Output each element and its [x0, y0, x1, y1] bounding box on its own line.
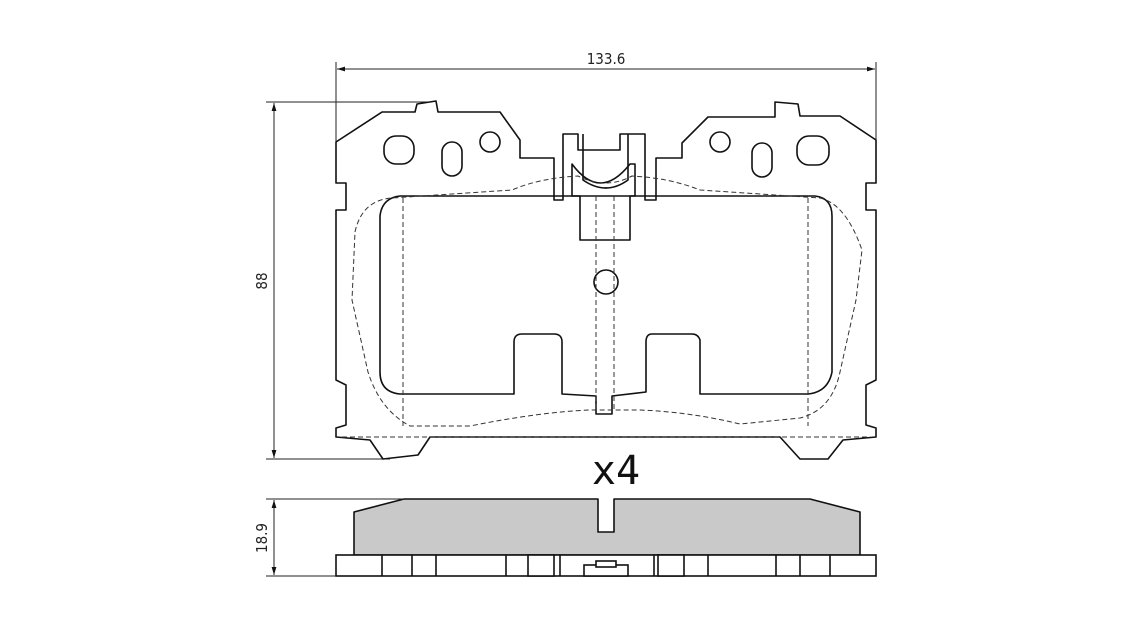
quantity-label: x4 — [592, 448, 640, 494]
right-slot-hole — [796, 135, 830, 166]
friction-material-side — [353, 498, 861, 556]
friction-material-outline — [379, 195, 833, 415]
right-oval-hole — [751, 142, 773, 178]
backing-plate-outline — [335, 100, 877, 460]
center-clip — [571, 163, 636, 241]
left-slot-hole — [383, 135, 415, 165]
backing-plate-segments — [381, 554, 831, 577]
hidden-pad-edge — [351, 175, 863, 427]
center-sensor-hole — [593, 269, 619, 295]
thickness-dimension: 18.9 — [253, 498, 404, 577]
pad-side-view — [335, 498, 877, 577]
pad-top-view — [335, 100, 877, 460]
left-round-hole — [479, 131, 501, 153]
right-round-hole — [709, 131, 731, 153]
width-dimension: 133.6 — [335, 50, 877, 155]
center-clip-slot — [582, 134, 629, 189]
left-oval-hole — [441, 141, 463, 177]
width-dimension-label: 133.6 — [587, 50, 626, 68]
height-dimension-label: 88 — [253, 272, 271, 289]
height-dimension: 88 — [253, 101, 430, 460]
thickness-dimension-label: 18.9 — [253, 523, 271, 553]
